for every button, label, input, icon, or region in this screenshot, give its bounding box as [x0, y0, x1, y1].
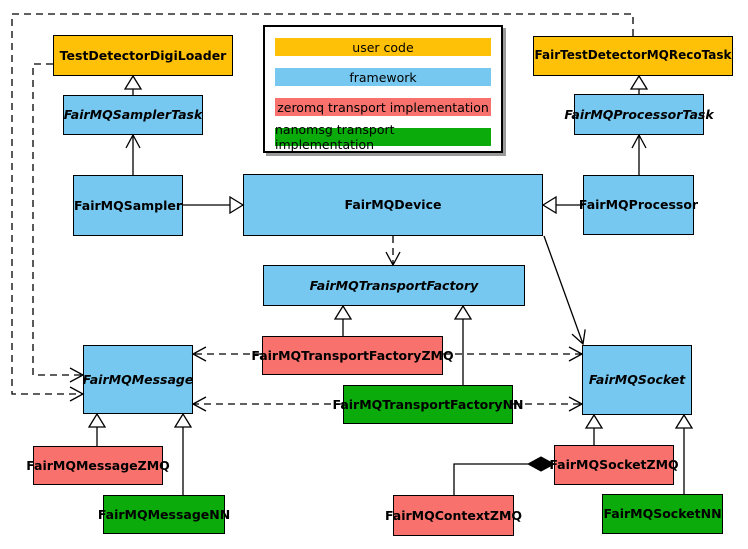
legend-item-nanomsg: nanomsg transport implementation: [275, 122, 491, 152]
node-fairmqsampler: FairMQSampler: [73, 175, 183, 236]
node-label: FairMQSocketNN: [603, 506, 722, 522]
node-label: TestDetectorDigiLoader: [59, 47, 227, 63]
node-label: FairMQTransportFactoryZMQ: [251, 347, 454, 363]
node-fairmqprocessor: FairMQProcessor: [579, 175, 698, 235]
node-fairmqmessage: FairMQMessage: [83, 345, 193, 414]
node-label: FairMQProcessor: [578, 197, 699, 213]
node-fairmqmessagenn: FairMQMessageNN: [98, 495, 230, 534]
node-fairmqtransportfactorynn: FairMQTransportFactoryNN: [333, 385, 524, 424]
legend: user code framework zeromq transport imp…: [263, 25, 503, 153]
node-label: FairMQSocket: [588, 372, 686, 388]
node-label: FairMQMessage: [82, 371, 194, 387]
node-label: FairMQTransportFactory: [309, 277, 479, 293]
node-label: FairMQDevice: [344, 197, 442, 213]
node-label: FairMQSampler: [73, 197, 183, 213]
node-label: FairMQMessageZMQ: [26, 457, 170, 473]
node-label: FairTestDetectorMQRecoTask: [534, 48, 732, 63]
node-label: FairMQTransportFactoryNN: [332, 396, 524, 412]
node-fairmqsocketnn: FairMQSocketNN: [602, 494, 723, 534]
node-testdetectordigiloader: TestDetectorDigiLoader: [53, 35, 233, 76]
node-fairmqdevice: FairMQDevice: [243, 174, 543, 236]
node-fairmqtransportfactoryzmq: FairMQTransportFactoryZMQ: [251, 336, 454, 375]
node-label: FairMQSocketZMQ: [549, 457, 679, 473]
legend-item-framework: framework: [275, 68, 491, 86]
node-label: FairMQMessageNN: [97, 506, 231, 522]
node-fairtestdetectormqrecotask: FairTestDetectorMQRecoTask: [533, 36, 733, 76]
legend-label: zeromq transport implementation: [277, 99, 489, 115]
legend-label: user code: [352, 39, 414, 55]
node-fairmqsamplertask: FairMQSamplerTask: [63, 95, 203, 135]
node-fairmqmessagezmq: FairMQMessageZMQ: [26, 446, 170, 485]
legend-item-user-code: user code: [275, 38, 491, 56]
legend-item-zeromq: zeromq transport implementation: [275, 98, 491, 116]
node-label: FairMQContextZMQ: [384, 507, 523, 523]
legend-label: framework: [349, 69, 417, 85]
node-fairmqprocessortask: FairMQProcessorTask: [564, 94, 714, 135]
node-fairmqcontextzmq: FairMQContextZMQ: [385, 495, 522, 536]
legend-label: nanomsg transport implementation: [275, 122, 395, 152]
node-fairmqtransportfactory: FairMQTransportFactory: [263, 265, 525, 306]
node-label: FairMQProcessorTask: [564, 106, 714, 122]
node-fairmqsocketzmq: FairMQSocketZMQ: [549, 445, 679, 485]
node-fairmqsocket: FairMQSocket: [582, 345, 692, 415]
node-label: FairMQSamplerTask: [63, 107, 203, 123]
